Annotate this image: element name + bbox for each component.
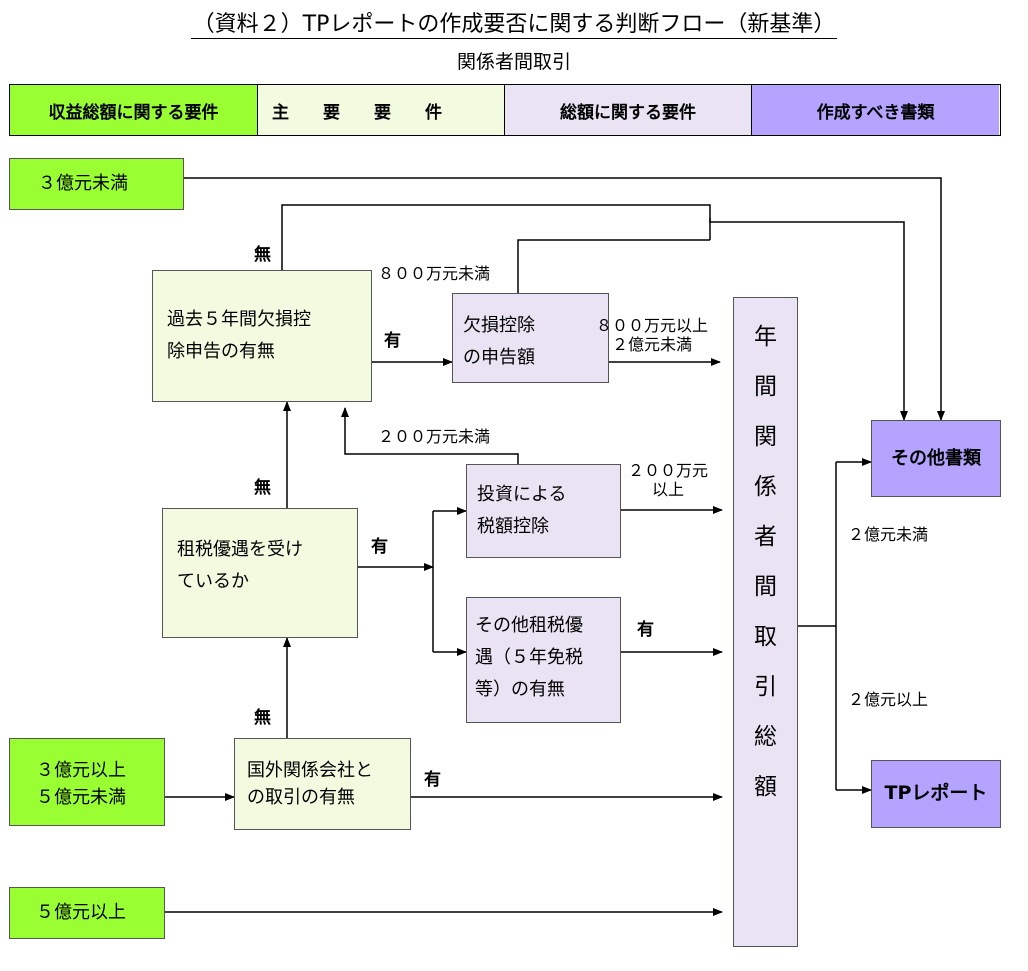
header-main-requirement: 主 要 要 件 (258, 85, 505, 135)
other-documents-box: その他書類 (871, 420, 1001, 497)
label-no-tax-pref: 無 (254, 478, 271, 498)
revenue-over-500m-box: ５億元以上 (9, 887, 165, 939)
label-yes-foreign: 有 (424, 770, 441, 790)
label-yes-other-pref: 有 (637, 620, 654, 640)
header-revenue-requirement: 収益総額に関する要件 (10, 85, 258, 135)
tax-preference-box: 租税優遇を受け ているか (162, 508, 358, 638)
label-8m-to-200m: ８００万元以上 ２億元未満 (596, 316, 709, 355)
page-subtitle: 関係者間取引 (456, 51, 571, 73)
tp-report-box: TPレポート (871, 760, 1001, 828)
label-yes-tax-pref: 有 (371, 537, 388, 557)
header-row: 収益総額に関する要件 主 要 要 件 総額に関する要件 作成すべき書類 (9, 84, 1001, 136)
foreign-related-transaction-box: 国外関係会社と の取引の有無 (234, 738, 411, 830)
label-under-8m: ８００万元未満 (378, 264, 491, 283)
header-total-requirement: 総額に関する要件 (505, 85, 752, 135)
investment-tax-credit-box: 投資による 税額控除 (466, 464, 621, 558)
label-over-2m: ２００万元 以上 (628, 461, 709, 500)
revenue-300m-500m-box: ３億元以上 ５億元未満 (9, 738, 165, 826)
header-required-documents: 作成すべき書類 (752, 85, 999, 135)
label-yes-loss: 有 (384, 331, 401, 351)
other-tax-preference-box: その他租税優 遇（５年免税 等）の有無 (466, 597, 621, 723)
loss-deduction-amount-box: 欠損控除 の申告額 (452, 293, 609, 383)
label-over-200m: ２億元以上 (848, 690, 929, 709)
page-title: （資料２）TPレポートの作成要否に関する判断フロー（新基準） (190, 12, 838, 39)
label-no-loss: 無 (254, 245, 271, 265)
annual-related-party-total-box: 年 間 関 係 者 間 取 引 総 額 (733, 297, 798, 947)
label-under-200m: ２億元未満 (848, 525, 929, 544)
label-no-foreign: 無 (254, 708, 271, 728)
loss-deduction-box: 過去５年間欠損控 除申告の有無 (152, 270, 372, 402)
label-under-2m: ２００万元未満 (378, 427, 491, 446)
revenue-under-300m-box: ３億元未満 (9, 158, 184, 210)
